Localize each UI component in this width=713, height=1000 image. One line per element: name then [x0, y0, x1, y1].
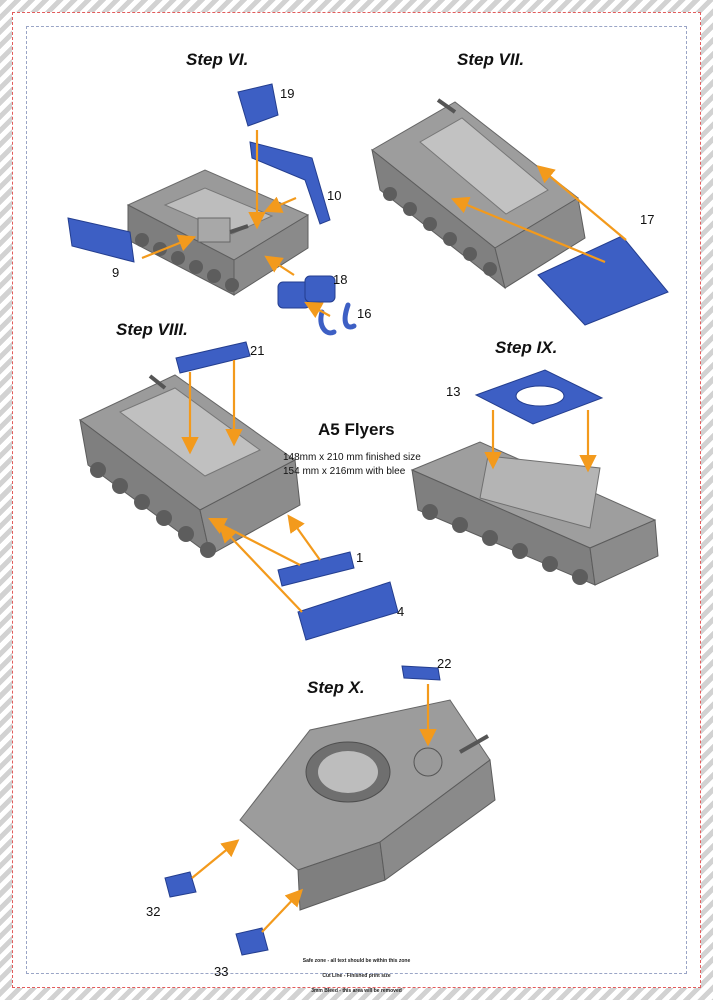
- part-label-9: 9: [112, 265, 120, 280]
- flyer-bleed-line: 154 mm x 216mm with blee: [283, 466, 406, 477]
- step-ix-title: Step IX.: [495, 338, 558, 357]
- part-22: [401, 665, 441, 681]
- part-17: [537, 235, 669, 326]
- step-vi-hull: [126, 169, 310, 296]
- part-label-21: 21: [250, 343, 265, 358]
- step-viii-title: Step VIII.: [116, 320, 188, 339]
- part-16: [318, 302, 357, 336]
- part-label-22: 22: [437, 656, 452, 671]
- part-10: [249, 141, 331, 225]
- step-x-hull: [239, 699, 496, 911]
- part-label-18: 18: [333, 272, 348, 287]
- part-33: [235, 927, 269, 956]
- flyer-title: A5 Flyers: [318, 420, 395, 439]
- step-vii-title: Step VII.: [457, 50, 525, 69]
- part-32: [164, 871, 197, 898]
- part-label-19: 19: [280, 86, 295, 101]
- step-ix-hull: [410, 441, 659, 586]
- part-label-16: 16: [357, 306, 372, 321]
- flyer-size-line: 148mm x 210 mm finished size: [283, 452, 421, 463]
- step-vi-title: Step VI.: [186, 50, 249, 69]
- part-label-33: 33: [214, 964, 229, 979]
- cut-line-note: Cut Line - Finished print size: [322, 973, 391, 979]
- part-label-13: 13: [446, 384, 461, 399]
- part-label-17: 17: [640, 212, 655, 227]
- part-4: [297, 581, 399, 641]
- cut-line-guide: [12, 12, 701, 988]
- part-label-1: 1: [356, 550, 364, 565]
- part-9: [67, 217, 135, 263]
- part-label-4: 4: [397, 604, 405, 619]
- part-label-10: 10: [327, 188, 342, 203]
- part-label-32: 32: [146, 904, 161, 919]
- part-19: [237, 83, 279, 127]
- step-x-title: Step X.: [307, 678, 365, 697]
- part-1: [277, 551, 355, 587]
- part-13: [474, 369, 604, 425]
- safe-zone-note: Safe zone - all text should be within th…: [302, 958, 411, 964]
- safe-zone-guide: [26, 26, 687, 974]
- part-18: [277, 275, 336, 309]
- part-21: [175, 341, 251, 374]
- step-vii-hull: [371, 98, 586, 290]
- bleed-note: 3mm Bleed - this area will be removed: [311, 988, 402, 994]
